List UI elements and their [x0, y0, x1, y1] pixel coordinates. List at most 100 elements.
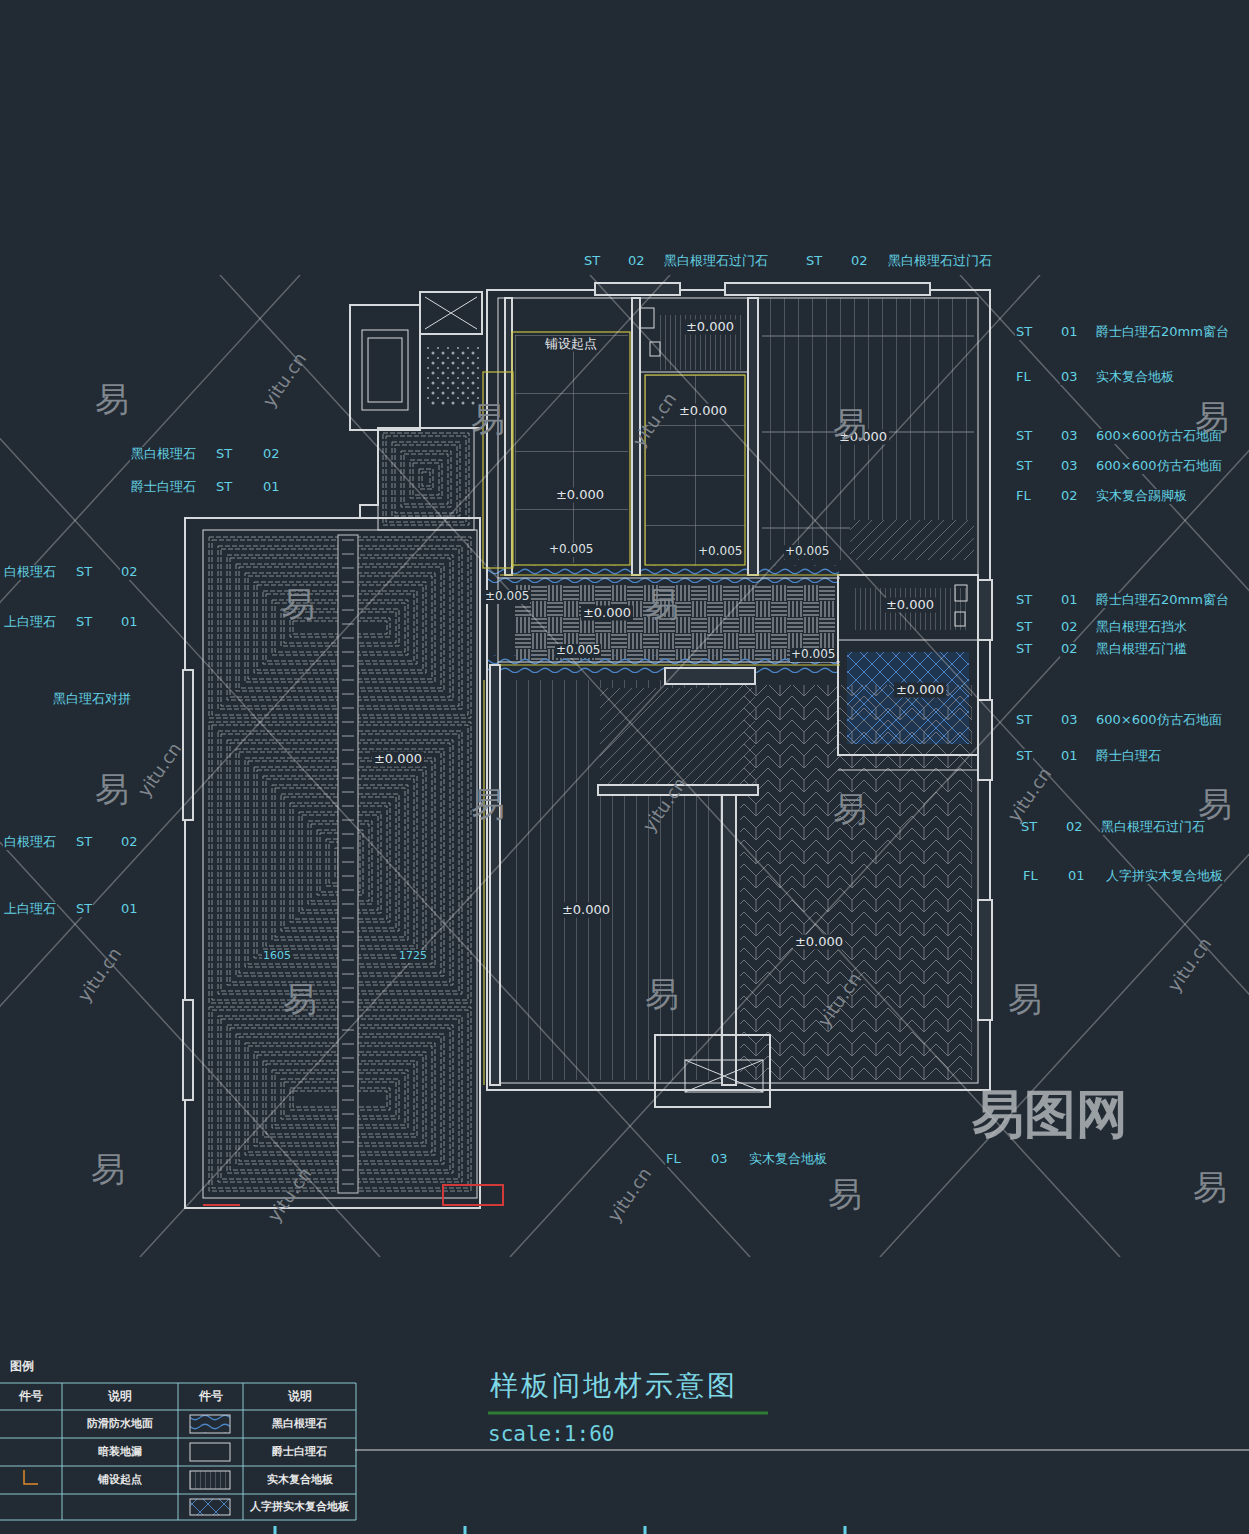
stone-tile-pattern	[209, 433, 471, 1193]
material-callout: FL	[1015, 489, 1032, 504]
plan-path	[342, 708, 354, 709]
plan-path	[425, 297, 477, 329]
plan-line	[590, 275, 1249, 1257]
plan-rect	[498, 298, 978, 1083]
plan-rect	[368, 338, 402, 402]
plan-path	[342, 806, 354, 807]
material-callout: ST	[1015, 325, 1033, 340]
watermark: 易	[645, 975, 679, 1014]
plan-line	[0, 275, 670, 1257]
plan-rect	[183, 1000, 193, 1100]
plan-rect	[595, 283, 680, 295]
plan-path	[342, 1016, 354, 1017]
plan-path	[342, 1128, 354, 1129]
plan-path	[342, 988, 354, 989]
room-area: ±0.000	[655, 312, 745, 370]
material-callout: 02	[262, 447, 281, 462]
material-callout: FL	[665, 1152, 682, 1167]
elevation-label: ±0.000	[554, 488, 606, 503]
plan-path	[342, 792, 354, 793]
plan-path	[342, 960, 354, 961]
material-callout: 02	[1060, 642, 1079, 657]
material-callout: FL	[1022, 869, 1039, 884]
legend-text: 防滑防水地面	[87, 1418, 153, 1431]
plan-rect	[855, 588, 967, 630]
watermark: yitu.cn	[1004, 764, 1056, 826]
dimension: 1725	[398, 950, 428, 963]
plan-path	[342, 666, 354, 667]
elevation-label: +0.005	[784, 545, 830, 559]
material-callout: 600×600仿古石地面	[1095, 713, 1223, 728]
watermark: 易	[1195, 398, 1229, 437]
plan-rect	[490, 665, 500, 1085]
material-callout: 爵士白理石20mm窗台	[1095, 325, 1230, 340]
plan-path	[342, 932, 354, 933]
material-callout: 黑白理石对拼	[52, 692, 132, 707]
plan-rect	[512, 332, 630, 565]
plan-rect	[190, 1471, 230, 1489]
watermark: 易	[1008, 980, 1042, 1019]
material-callout: 黑白根理石过门石	[663, 254, 769, 269]
elevation-label: +0.005	[697, 545, 743, 559]
plan-rect	[190, 1443, 230, 1461]
plan-rect	[443, 1185, 503, 1205]
plan-path	[342, 568, 354, 569]
elevation-label: ±0.005	[484, 590, 530, 604]
plan-path	[355, 1450, 1249, 1451]
material-callout: 01	[262, 480, 281, 495]
watermark: 易	[471, 785, 505, 824]
plan-rect	[850, 520, 974, 560]
elevation-label: ±0.000	[884, 598, 936, 613]
watermark: 易	[281, 585, 315, 624]
material-callout: 实木复合地板	[748, 1152, 828, 1167]
material-callout: 02	[1060, 489, 1079, 504]
plan-path	[342, 1184, 354, 1185]
watermark: 易	[95, 770, 129, 809]
plan-rect	[190, 1499, 230, 1515]
plan-rect	[850, 520, 974, 560]
material-callout: ST	[75, 835, 93, 850]
elevation-label: +0.005	[790, 648, 836, 662]
watermark: 易	[95, 380, 129, 419]
plan-rect	[420, 292, 482, 334]
legend-text: 实木复合地板	[267, 1474, 333, 1487]
material-callout: 爵士白理石	[130, 480, 197, 495]
material-callout: 白根理石	[3, 565, 57, 580]
plan-rect	[404, 454, 448, 504]
material-callout: 03	[1060, 429, 1079, 444]
watermark: yitu.cn	[134, 739, 186, 801]
plan-path	[342, 764, 354, 765]
material-callout: 黑白根理石	[130, 447, 197, 462]
plan-rect	[425, 345, 480, 405]
plan-path	[342, 834, 354, 835]
room-area: ±0.000	[850, 585, 968, 630]
plan-path	[342, 1002, 354, 1003]
plan-line	[0, 275, 750, 1257]
watermark-logo: 易图网	[972, 1085, 1128, 1145]
material-callout: 03	[1060, 370, 1079, 385]
plan-path	[203, 1204, 240, 1206]
plan-line	[0, 275, 300, 1257]
watermark: yitu.cn	[814, 969, 866, 1031]
plan-path	[342, 750, 354, 751]
legend-text: 暗装地漏	[98, 1446, 142, 1459]
plan-path	[342, 1114, 354, 1115]
plan-line	[510, 275, 1249, 1257]
legend-text: 铺设起点	[98, 1474, 142, 1487]
plan-path	[342, 652, 354, 653]
material-callout: 01	[1060, 593, 1079, 608]
elevation-label: +0.005	[548, 543, 594, 557]
material-callout: 02	[1060, 620, 1079, 635]
title-underline	[275, 1413, 1249, 1534]
watermark: 易	[833, 405, 867, 444]
material-callout: ST	[1015, 713, 1033, 728]
material-callout: 爵士白理石20mm窗台	[1095, 593, 1230, 608]
plan-path	[342, 1058, 354, 1059]
plan-rect	[762, 298, 974, 560]
plan-rect	[487, 290, 990, 1090]
plan-path	[342, 596, 354, 597]
watermark: 易	[283, 980, 317, 1019]
material-callout: 上白理石	[3, 902, 57, 917]
plan-path	[342, 820, 354, 821]
